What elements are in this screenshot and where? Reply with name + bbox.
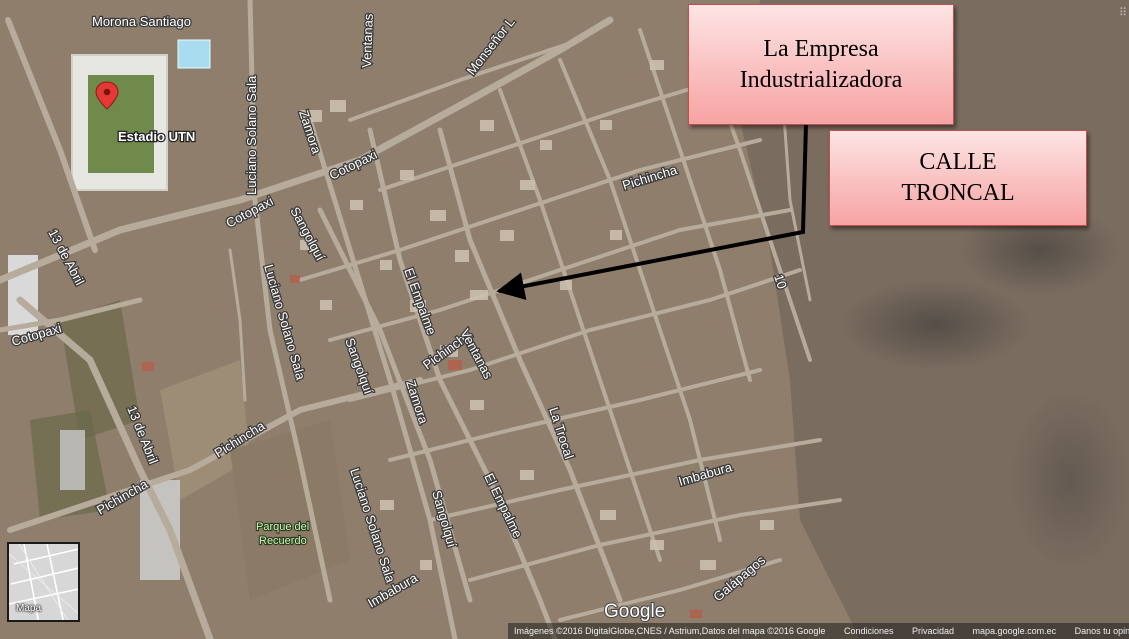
attribution-bar: Imágenes ©2016 DigitalGlobe,CNES / Astri… — [508, 623, 1129, 639]
callout-troncal-line1: CALLE — [919, 149, 997, 175]
callout-empresa-industrializadora: La Empresa Industrializadora — [688, 4, 954, 125]
town-buildings — [300, 60, 774, 570]
green-area — [60, 300, 140, 440]
callout-empresa-line2: Industrializadora — [739, 66, 903, 93]
park-label-line1: Parque del — [256, 521, 309, 533]
attribution-imagery: Imágenes ©2016 DigitalGlobe,CNES / Astri… — [514, 626, 826, 636]
field-area — [160, 360, 250, 500]
building-block — [60, 430, 85, 490]
park-label-line2: Recuerdo — [259, 535, 307, 547]
callout-troncal-line2: TRONCAL — [901, 180, 1015, 206]
attribution-domain-link[interactable]: mapa.google.com.ec — [972, 626, 1057, 636]
mountain-shadow — [840, 280, 1030, 370]
poi-label-stadium[interactable]: Estadio UTN — [117, 128, 197, 146]
mountain-shadow — [1010, 390, 1129, 570]
map-pin-icon[interactable] — [95, 81, 119, 110]
road-label-ventanas-top: Ventanas — [359, 13, 376, 68]
road-label-luciano-top: Luciano Solano Sala — [244, 75, 259, 195]
callout-empresa-line1: La Empresa — [763, 35, 879, 62]
minimap-label: Mapa — [16, 603, 42, 614]
callout-arrow — [496, 123, 808, 300]
attribution-terms-link[interactable]: Condiciones — [843, 626, 894, 636]
attribution-feedback-link[interactable]: Danos tu opinión — [1074, 626, 1129, 636]
map-type-toggle[interactable]: Mapa — [7, 542, 80, 622]
fullscreen-icon[interactable]: ⠿ — [1118, 6, 1127, 19]
attribution-privacy-link[interactable]: Privacidad — [912, 626, 955, 636]
road-label-10: 10 — [771, 272, 790, 290]
google-logo: Google — [604, 601, 665, 622]
stadium-roof — [177, 39, 211, 69]
road-network — [0, 0, 842, 639]
mountain-shadow — [960, 205, 1120, 295]
minimap-thumbnail — [9, 544, 78, 620]
road-label-morona-santiago: Morona Santiago — [92, 14, 191, 29]
building-block — [140, 480, 180, 580]
red-roofs — [142, 275, 702, 618]
callout-calle-troncal: CALLE TRONCAL — [829, 130, 1087, 226]
